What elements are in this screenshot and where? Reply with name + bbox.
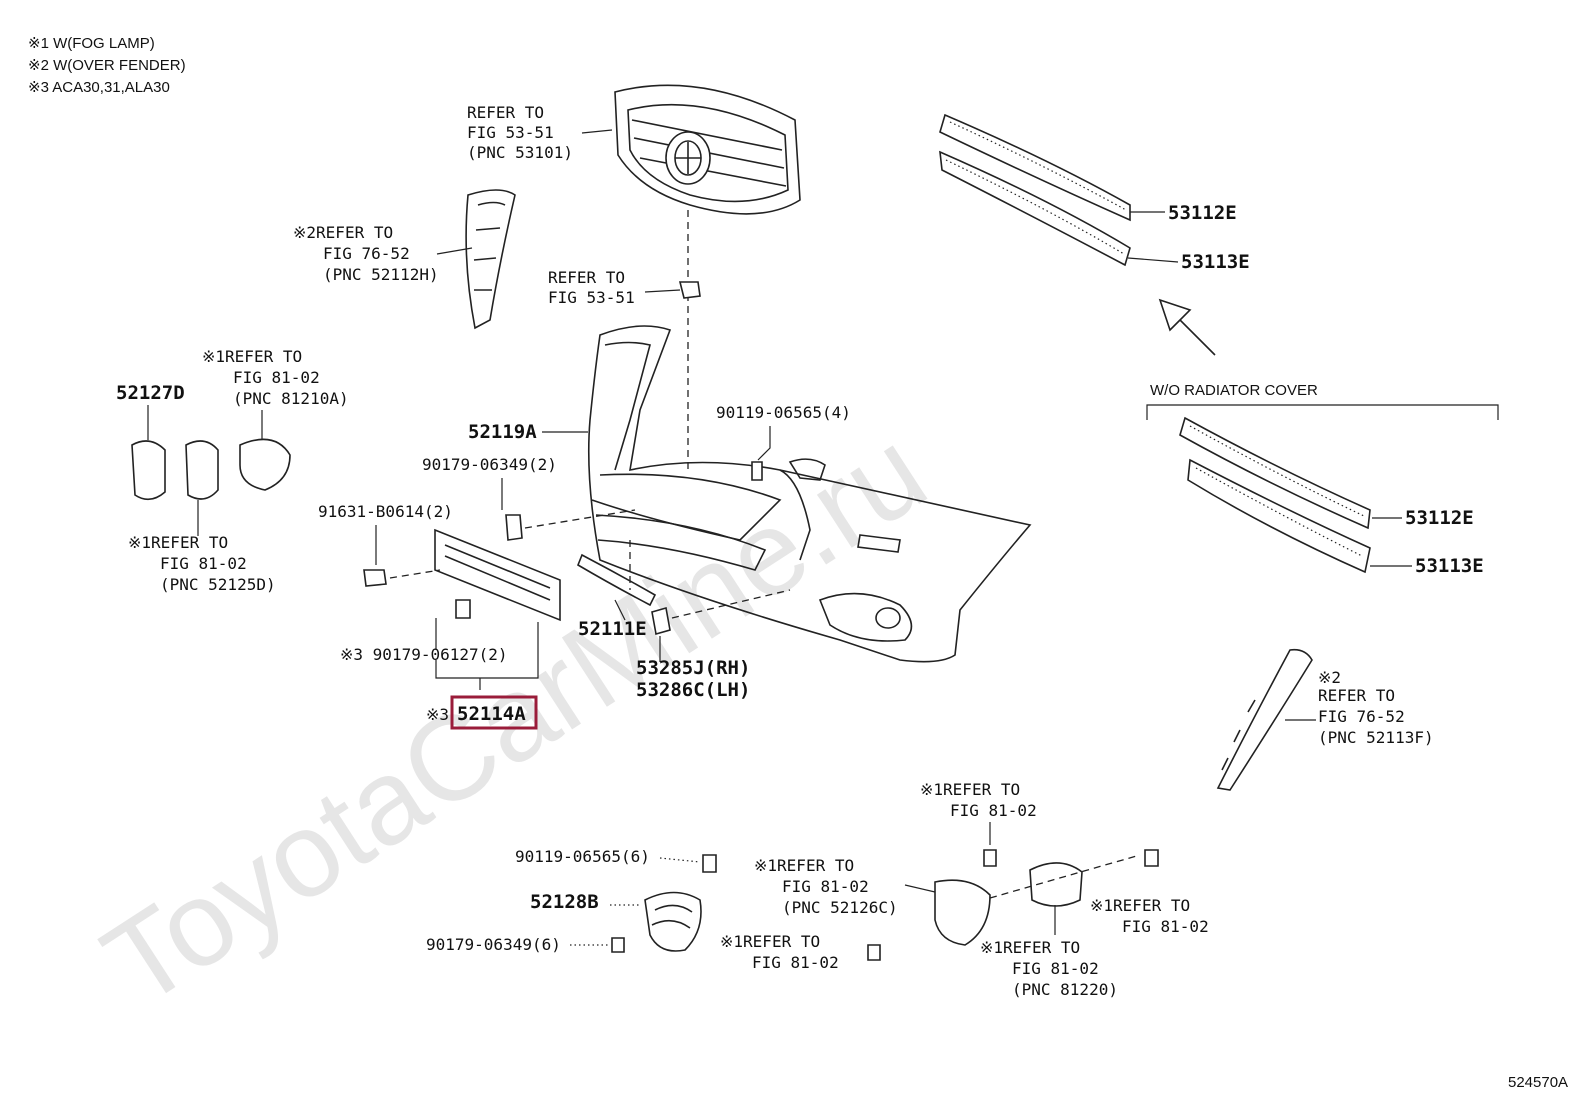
- note-over-fender: ※2 W(OVER FENDER): [28, 57, 186, 74]
- part-52127D-label: 52127D: [116, 382, 185, 404]
- bolt-bottom-right-drawing: [1144, 849, 1159, 867]
- tow-hook-cover-drawing: [651, 606, 671, 636]
- refer-fender-right-line1: ※2: [1318, 668, 1341, 687]
- part-52119A-label: 52119A: [468, 421, 537, 443]
- refer-fender-right-line4: (PNC 52113F): [1318, 728, 1434, 747]
- part-90179-127-label: ※3 90179-06127(2): [340, 645, 508, 664]
- refer-grille-line2: FIG 53-51: [467, 123, 554, 142]
- clip-90179-127-drawing: [455, 599, 471, 619]
- screw-91631-drawing: [363, 569, 387, 587]
- refer-grille-line1: REFER TO: [467, 103, 544, 122]
- bolt-90119-6-drawing: [702, 854, 717, 873]
- clip-90179-2-drawing: [505, 514, 523, 541]
- part-52114A-highlight: [450, 695, 538, 730]
- part-53113E-top-label: 53113E: [1181, 251, 1250, 273]
- part-52128B-label: 52128B: [530, 891, 599, 913]
- over-fender-left-drawing: [465, 189, 516, 330]
- refer-fender-right-line2: REFER TO: [1318, 686, 1395, 705]
- refer-bottom-right-line1: ※1REFER TO: [1090, 896, 1190, 915]
- refer-bottom-mid-line2: FIG 81-02: [782, 877, 869, 896]
- part-53112E-top-label: 53112E: [1168, 202, 1237, 224]
- fog-cover-52127D-drawing: [131, 440, 166, 501]
- part-53286C-label: 53286C(LH): [636, 679, 750, 701]
- part-90119-4-label: 90119-06565(4): [716, 403, 851, 422]
- refer-fender-right-line3: FIG 76-52: [1318, 707, 1405, 726]
- fog-lamp-left-drawing: [239, 438, 291, 491]
- clip-90179-6-drawing: [611, 937, 625, 953]
- part-91631-label: 91631-B0614(2): [318, 502, 453, 521]
- bolt-90119-4-drawing: [751, 461, 763, 481]
- duct-drawing: [788, 458, 826, 481]
- refer-bottom-right-line2: FIG 81-02: [1122, 917, 1209, 936]
- arrow-drawing: [1158, 298, 1216, 356]
- part-90179-6-label: 90179-06349(6): [426, 935, 561, 954]
- part-52114A-prefix: ※3: [426, 705, 449, 724]
- part-90179-2-label: 90179-06349(2): [422, 455, 557, 474]
- refer-clip-line2: FIG 53-51: [548, 288, 635, 307]
- refer-bottom-lamp-line2: FIG 81-02: [1012, 959, 1099, 978]
- part-52111E-label: 52111E: [578, 618, 647, 640]
- refer-foglamp-left-line3: (PNC 52125D): [160, 575, 276, 594]
- part-53112E-bottom-label: 53112E: [1405, 507, 1474, 529]
- refer-bottom-bracket-line1: ※1REFER TO: [720, 932, 820, 951]
- license-plate-bracket-drawing: [434, 528, 561, 622]
- bolt-bottom-drawing: [983, 849, 997, 867]
- bumper-cover-drawing: [587, 325, 1032, 663]
- note-fog-lamp: ※1 W(FOG LAMP): [28, 35, 155, 52]
- refer-bottom-top-line1: ※1REFER TO: [920, 780, 1020, 799]
- grille-insert-bottom-drawing: [1179, 416, 1371, 574]
- diagram-code: 524570A: [1508, 1074, 1568, 1091]
- fog-bracket-bottom-drawing: [934, 879, 991, 946]
- part-90119-6-label: 90119-06565(6): [515, 847, 650, 866]
- refer-foglamp-top-line2: FIG 81-02: [233, 368, 320, 387]
- refer-bottom-mid-line3: (PNC 52126C): [782, 898, 898, 917]
- part-53285J-label: 53285J(RH): [636, 657, 750, 679]
- refer-clip-line1: REFER TO: [548, 268, 625, 287]
- note-models: ※3 ACA30,31,ALA30: [28, 79, 170, 96]
- refer-bottom-lamp-line1: ※1REFER TO: [980, 938, 1080, 957]
- fog-bracket-left-drawing: [185, 440, 219, 500]
- refer-fender-left-line1: ※2REFER TO: [293, 223, 393, 242]
- over-fender-right-drawing: [1216, 648, 1313, 791]
- refer-grille-line3: (PNC 53101): [467, 143, 573, 162]
- molding-52111E-drawing: [577, 553, 657, 607]
- refer-fender-left-line3: (PNC 52112H): [323, 265, 439, 284]
- fog-cover-52128B-drawing: [644, 891, 702, 952]
- refer-bottom-lamp-line3: (PNC 81220): [1012, 980, 1118, 999]
- clip-bottom-bracket-drawing: [867, 944, 881, 961]
- radiator-grille-drawing: [614, 84, 801, 215]
- refer-foglamp-left-line1: ※1REFER TO: [128, 533, 228, 552]
- wo-radiator-cover-label: W/O RADIATOR COVER: [1150, 382, 1318, 399]
- refer-bottom-top-line2: FIG 81-02: [950, 801, 1037, 820]
- refer-foglamp-top-line3: (PNC 81210A): [233, 389, 349, 408]
- grille-insert-top-drawing: [939, 113, 1131, 267]
- fog-lamp-bottom-drawing: [1029, 862, 1083, 907]
- part-52114A-label[interactable]: 52114A: [457, 703, 526, 725]
- clip-drawing: [678, 281, 701, 299]
- refer-foglamp-left-line2: FIG 81-02: [160, 554, 247, 573]
- refer-foglamp-top-line1: ※1REFER TO: [202, 347, 302, 366]
- refer-bottom-mid-line1: ※1REFER TO: [754, 856, 854, 875]
- refer-bottom-bracket-line2: FIG 81-02: [752, 953, 839, 972]
- part-53113E-bottom-label: 53113E: [1415, 555, 1484, 577]
- refer-fender-left-line2: FIG 76-52: [323, 244, 410, 263]
